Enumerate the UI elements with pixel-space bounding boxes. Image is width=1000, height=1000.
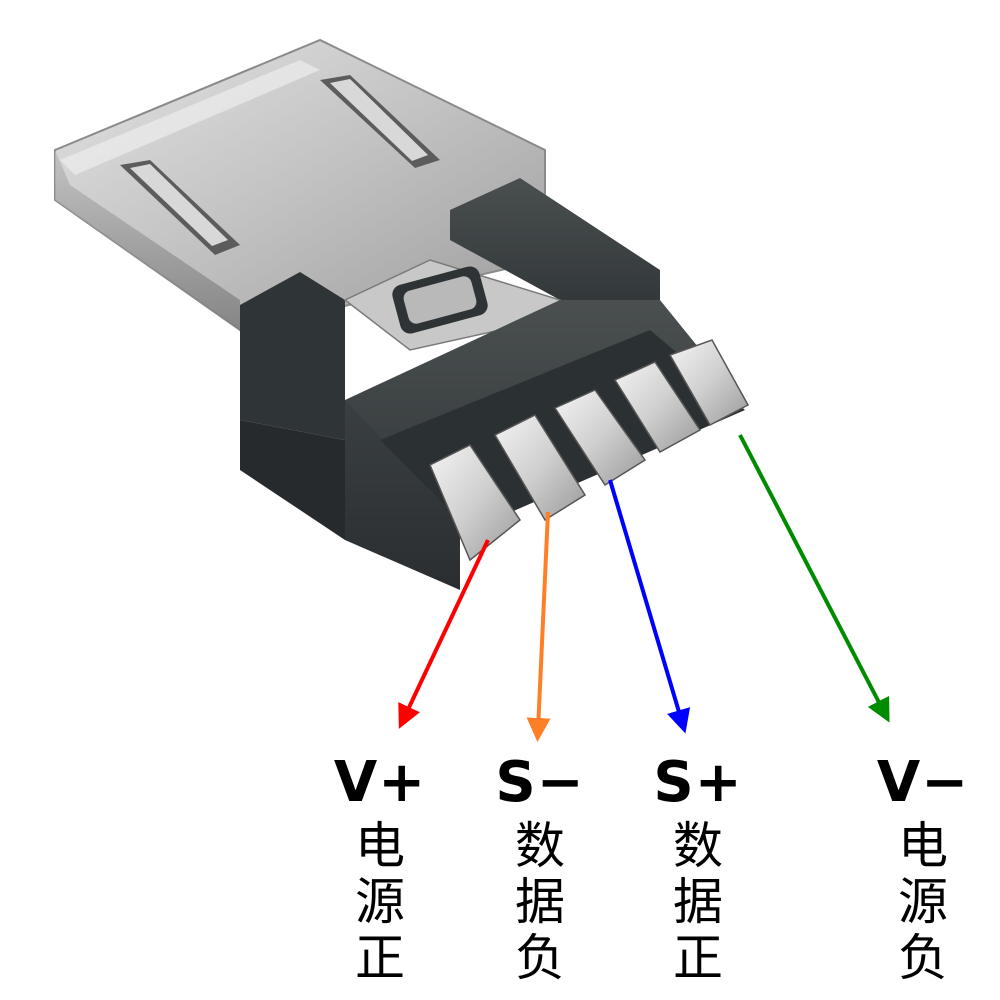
pin-id-contact [553, 389, 647, 487]
arrow-vplus [398, 539, 490, 729]
pin-code: V− [876, 750, 970, 815]
pin-desc-char: 负 [898, 929, 948, 987]
pin-dplus-contact [613, 361, 702, 453]
pin-label-vplus: V+ 电 源 正 [325, 748, 435, 986]
pin-vplus-contact [429, 444, 522, 562]
pin-desc-char: 电 [898, 817, 948, 875]
latch-slot-right [320, 75, 440, 168]
pin-desc-char: 电 [355, 817, 405, 875]
pin-desc-char: 数 [673, 817, 723, 875]
pin-label-sminus: S− 数 据 负 [485, 748, 595, 986]
latch-slot-left [120, 160, 240, 255]
pin-label-splus: S+ 数 据 正 [643, 748, 753, 986]
pin-code: V+ [333, 750, 427, 815]
pin-vminus-contact [668, 339, 750, 427]
pin-desc-char: 据 [673, 873, 723, 931]
pin-desc-char: 正 [673, 929, 723, 987]
pin-label-vminus: V− 电 源 负 [868, 748, 978, 986]
pin-desc-char: 源 [898, 873, 948, 931]
arrow-splus [608, 479, 691, 734]
contact-pins [429, 339, 750, 562]
pin-desc-char: 正 [355, 929, 405, 987]
metal-shell [54, 38, 546, 332]
pin-code: S+ [653, 750, 743, 815]
pin-code: S− [495, 750, 585, 815]
arrow-vminus [738, 434, 890, 723]
pin-desc-char: 源 [355, 873, 405, 931]
pin-desc-char: 数 [515, 817, 565, 875]
pin-desc-char: 据 [515, 873, 565, 931]
pin-desc-char: 负 [515, 929, 565, 987]
pin-dminus-contact [493, 414, 587, 522]
arrow-sminus [526, 511, 551, 742]
